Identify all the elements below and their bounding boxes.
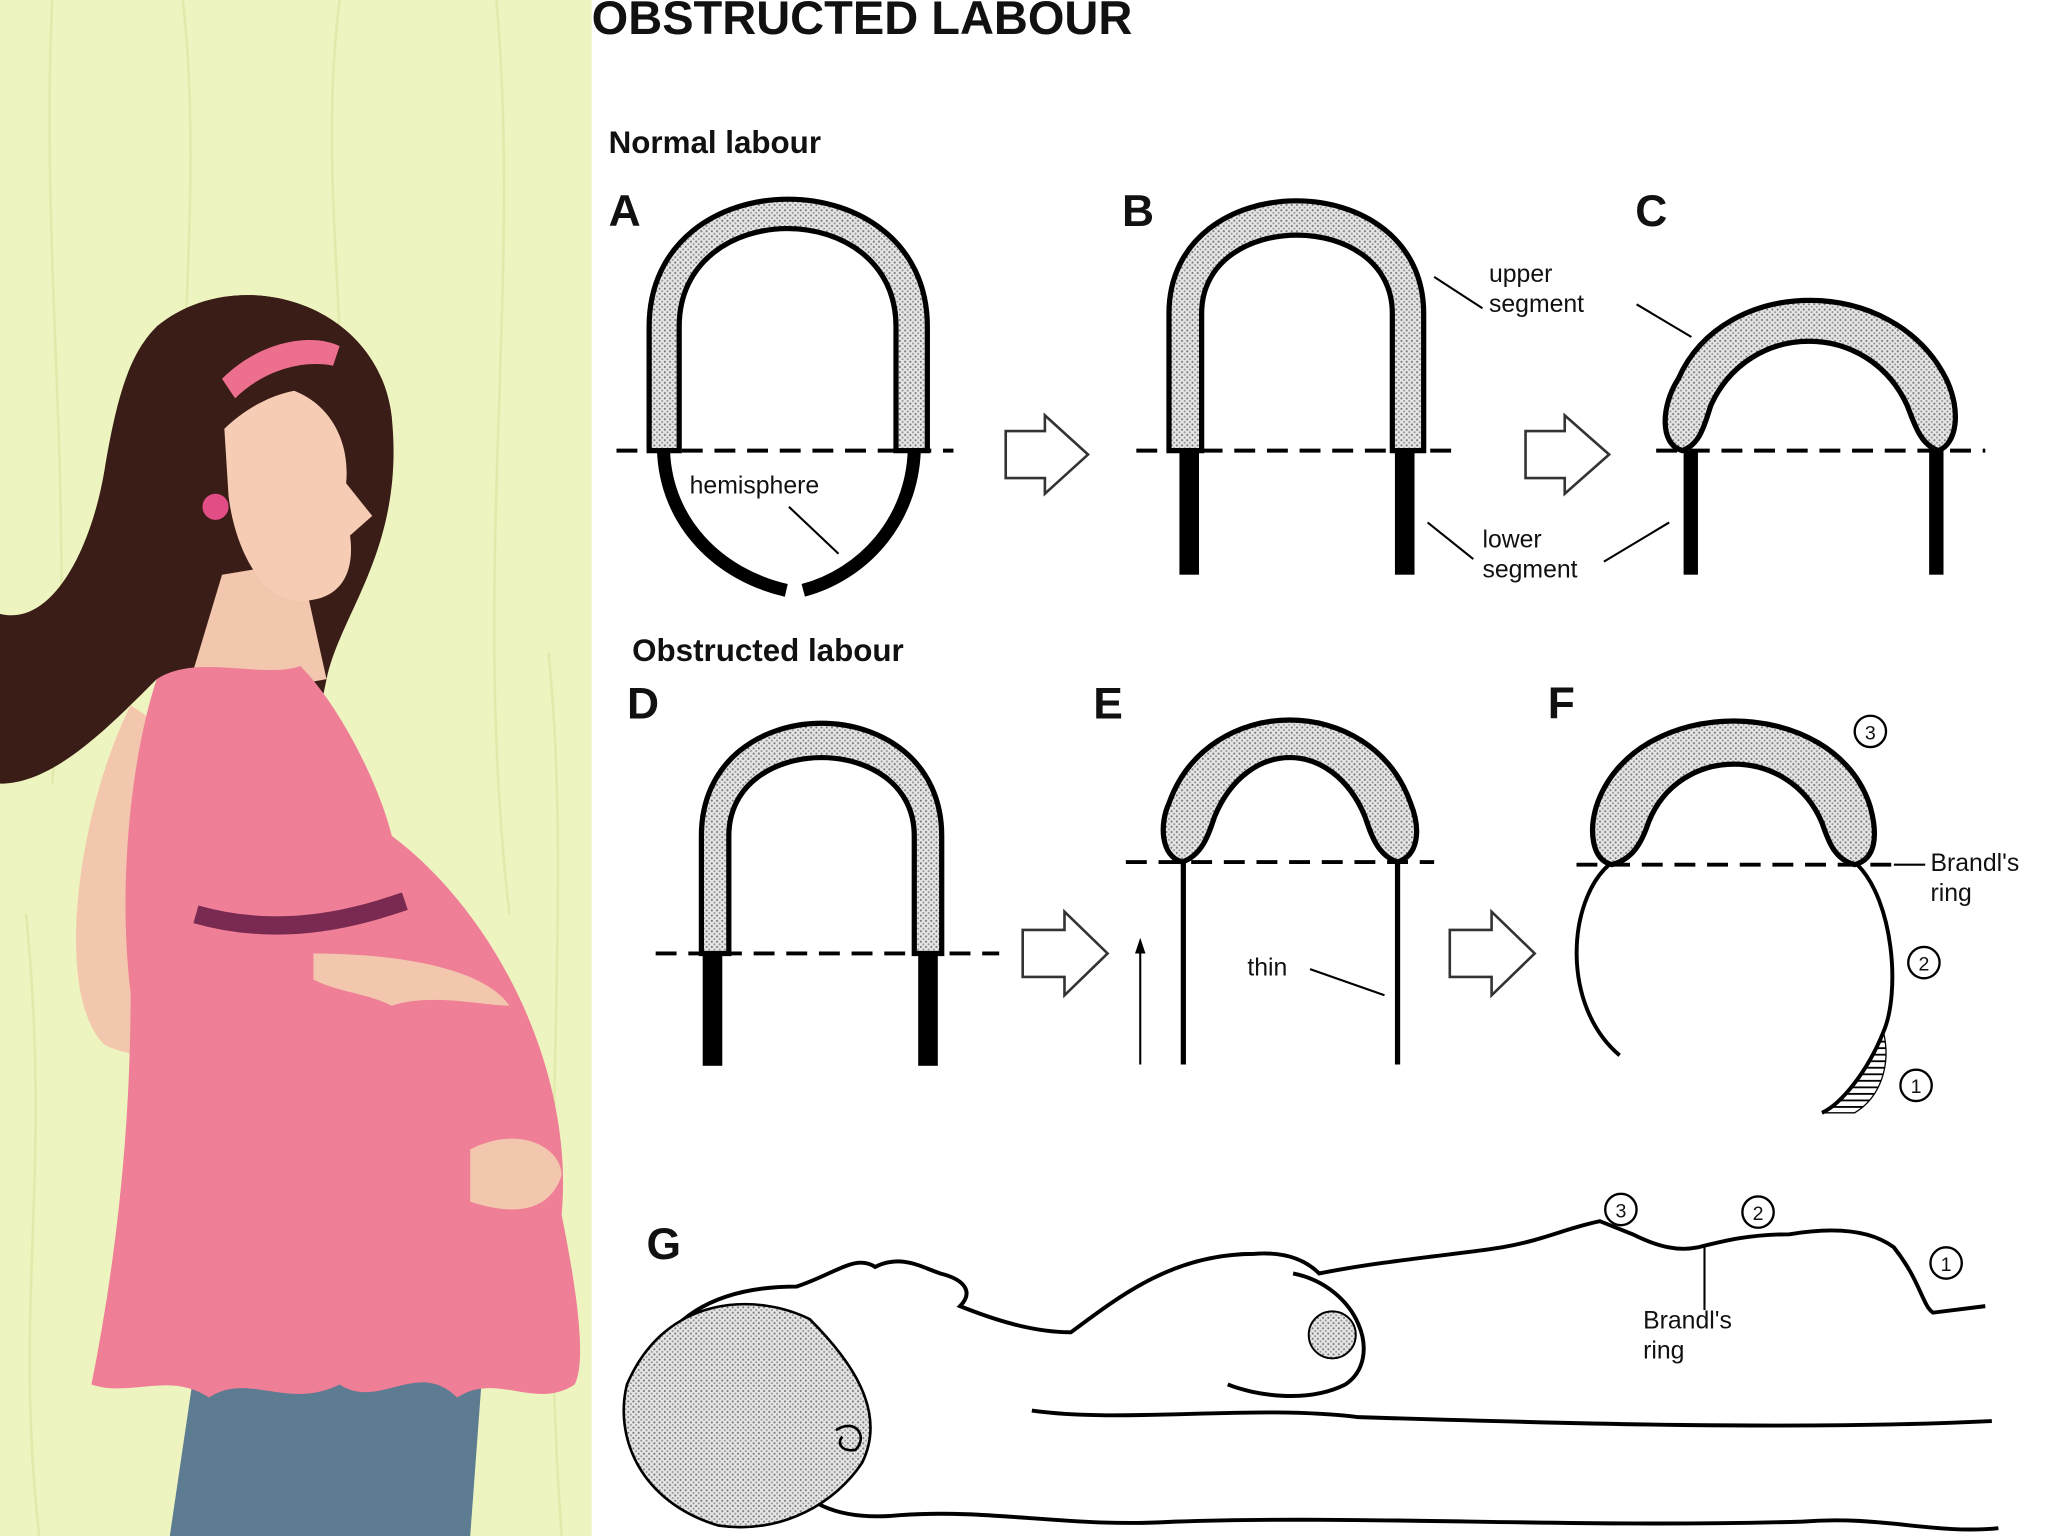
panel-label-f: F [1548, 679, 1575, 728]
marker-3: 3 [1865, 722, 1876, 744]
label-hemisphere: hemisphere [690, 473, 820, 500]
label-brandls-ring-g-2: ring [1643, 1337, 1684, 1364]
obstructed-labour-heading: Obstructed labour [632, 633, 904, 668]
uterus-diagram-d [655, 720, 1000, 1066]
marker-2-g: 2 [1753, 1203, 1764, 1225]
label-lower-segment-1: lower [1482, 526, 1541, 553]
label-brandls-ring-f-2: ring [1930, 880, 1971, 907]
up-arrow-icon [1135, 937, 1146, 954]
label-thin: thin [1247, 955, 1287, 982]
panel-label-a: A [609, 187, 641, 236]
label-brandls-ring-f-1: Brandl's [1930, 850, 2019, 877]
panel-label-c: C [1635, 187, 1667, 236]
pregnant-woman-illustration [0, 0, 592, 1536]
normal-labour-heading: Normal labour [609, 125, 821, 160]
marker-2: 2 [1918, 953, 1929, 975]
arrow-icon [1524, 412, 1612, 497]
arrow-icon [1004, 412, 1090, 497]
arrow-icon [1448, 908, 1537, 999]
panel-label-e: E [1093, 679, 1123, 728]
uterus-diagram-e [1125, 717, 1435, 1065]
slide-title: OBSTRUCTED LABOUR [592, 0, 1133, 44]
arrow-icon [1021, 908, 1110, 999]
supine-woman-drawing-g [622, 1192, 1999, 1532]
uterus-diagram-f [1574, 714, 1941, 1115]
label-lower-segment-2: segment [1482, 556, 1577, 583]
marker-1: 1 [1911, 1076, 1922, 1098]
uterus-diagram-b [1136, 198, 1692, 575]
uterus-diagram-c [1656, 297, 1986, 575]
panel-label-b: B [1122, 187, 1154, 236]
label-brandls-ring-g-1: Brandl's [1643, 1307, 1732, 1334]
uterus-diagram-a [616, 196, 954, 597]
label-upper-segment-1: upper [1489, 261, 1552, 288]
panel-label-d: D [627, 679, 659, 728]
marker-3-g: 3 [1615, 1200, 1626, 1222]
marker-1-g: 1 [1941, 1254, 1952, 1276]
label-upper-segment-2: segment [1489, 291, 1584, 318]
panel-label-g: G [647, 1220, 682, 1269]
